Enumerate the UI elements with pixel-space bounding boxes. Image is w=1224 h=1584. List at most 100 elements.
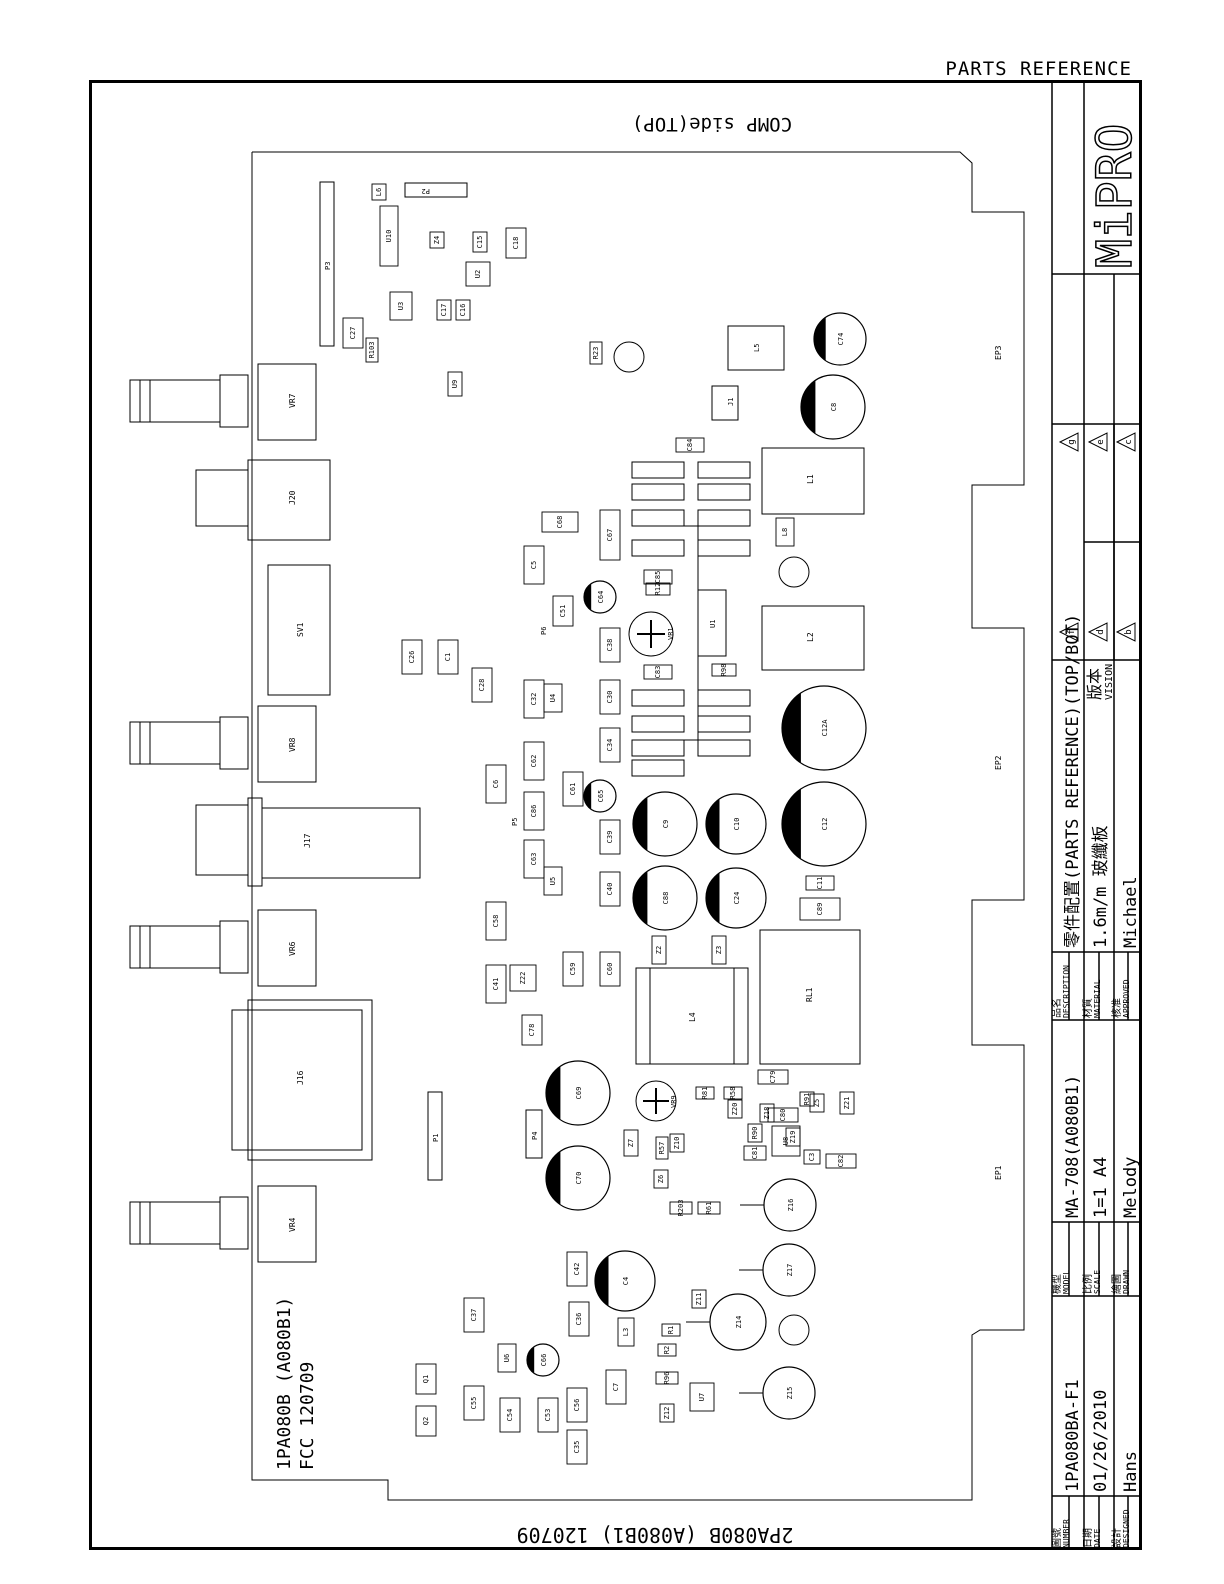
c11-label: C11 [816,877,824,890]
board-label-line1: 1PA080B (A080B1) [274,1297,295,1470]
title-label-en: NUMBER [1062,1519,1071,1548]
title-label-en: MODEL [1062,1270,1071,1294]
c27-label: C27 [349,327,357,340]
r103-label: R103 [368,342,376,359]
c42-label: C42 [573,1263,581,1276]
vr9-label: VR9 [670,1095,678,1108]
part-z10: Z10 [669,1133,685,1153]
part-z20: Z20 [727,1099,743,1119]
capacitor-c10: C10 [705,793,767,855]
zener-z16: Z16 [740,1178,817,1232]
revision-mark-f: f [1058,622,1079,642]
part-c51: C51 [552,595,574,627]
c5-label: C5 [530,561,538,569]
title-value: 1.6m/m 玻纖板 [1091,825,1111,948]
heatsink-pads [631,461,751,777]
part-l8: L8 [775,517,795,547]
revision-letter-d: d [1096,629,1106,634]
capacitor-c12: C12 [781,781,867,867]
potentiometer-vr4: VR4 [129,1185,317,1263]
q1-label: Q1 [422,1375,430,1383]
part-c35: C35 [566,1429,588,1465]
r61-label: R61 [705,1202,713,1215]
u2-label: U2 [474,270,482,278]
capacitor-c24: C24 [705,867,767,929]
c38-label: C38 [606,639,614,652]
part-c26: C26 [401,639,423,675]
part-r23: R23 [589,341,603,365]
revision-letter-c: c [1124,439,1134,444]
z3-label: Z3 [715,946,723,954]
c36-label: C36 [575,1313,583,1326]
part-c41: C41 [485,964,507,1004]
c12-label: C12 [821,818,829,831]
rev-label-en: VISION [1104,664,1115,700]
part-c6: C6 [485,764,507,804]
p4-label: P4 [531,1132,539,1140]
board-label-line2: FCC 120709 [297,1362,318,1470]
l8-label: L8 [781,528,789,536]
mounting-holes [613,341,810,1346]
c35-label: C35 [573,1441,581,1454]
title-value: 零件配置(PARTS REFERENCE)(TOP/BOT) [1063,614,1083,948]
relay-rl1: RL1 [759,929,861,1065]
part-c53: C53 [537,1397,559,1433]
edge-point-ep1: EP1 [994,1165,1003,1180]
part-r58: R58 [723,1086,743,1100]
part-c11: C11 [805,875,835,891]
part-u4: U4 [543,683,563,713]
z19-label: Z19 [789,1131,797,1144]
c62-label: C62 [530,755,538,768]
part-r103: R103 [365,337,379,363]
p6-label: P6 [540,627,548,635]
z20-label: Z20 [731,1103,739,1116]
r81-label: R81 [701,1087,709,1100]
c53-label: C53 [544,1409,552,1422]
title-label-zh: 機型 [1050,1274,1063,1294]
part-c27: C27 [342,317,364,349]
c32-label: C32 [530,693,538,706]
j20-label: J20 [288,490,297,505]
c34-label: C34 [606,739,614,752]
r57-label: R57 [658,1142,666,1155]
title-value: 1PA080BA-F1 [1063,1379,1083,1492]
part-r61: R61 [697,1201,721,1215]
c17-label: C17 [440,304,448,317]
z7-label: Z7 [627,1139,635,1147]
c89-label: C89 [816,903,824,916]
capacitor-c88: C88 [632,865,698,931]
title-label-zh: 核准 [1110,998,1123,1018]
revision-letter-f: f [1067,629,1077,634]
z15-label: Z15 [786,1387,794,1400]
c7-label: C7 [612,1383,620,1391]
part-c39: C39 [599,819,621,855]
c85-label: C85 [654,571,662,584]
vr4-label: VR4 [288,1217,297,1232]
part-r96: R96 [655,1371,679,1385]
vr1-label: VR1 [667,627,675,640]
logo-text: MiPRO [1087,124,1143,269]
title-value: MA-708(A080B1) [1063,1075,1083,1218]
part-c68: C68 [541,511,579,533]
u4-label: U4 [549,694,557,702]
title-label-en: MATERIAL [1093,979,1102,1018]
r203-label: R203 [677,1200,685,1217]
part-c15: C15 [472,231,488,253]
connector-j16: J16 [231,999,373,1161]
header-p3: P3 [319,181,335,347]
connector-j1: J1 [711,385,739,421]
part-r2: R2 [657,1343,677,1357]
title-label-zh: 日期 [1082,1528,1094,1548]
l1-label: L1 [806,474,815,484]
trimmer-vr1: VR1 [628,611,675,657]
inductor-l4: L4 [635,967,749,1065]
c41-label: C41 [492,978,500,991]
c65-label: C65 [597,790,605,803]
p1-label: P1 [432,1134,440,1142]
c63-label: C63 [530,853,538,866]
c88-label: C88 [662,892,670,905]
jack-j17: J17 [195,797,421,887]
